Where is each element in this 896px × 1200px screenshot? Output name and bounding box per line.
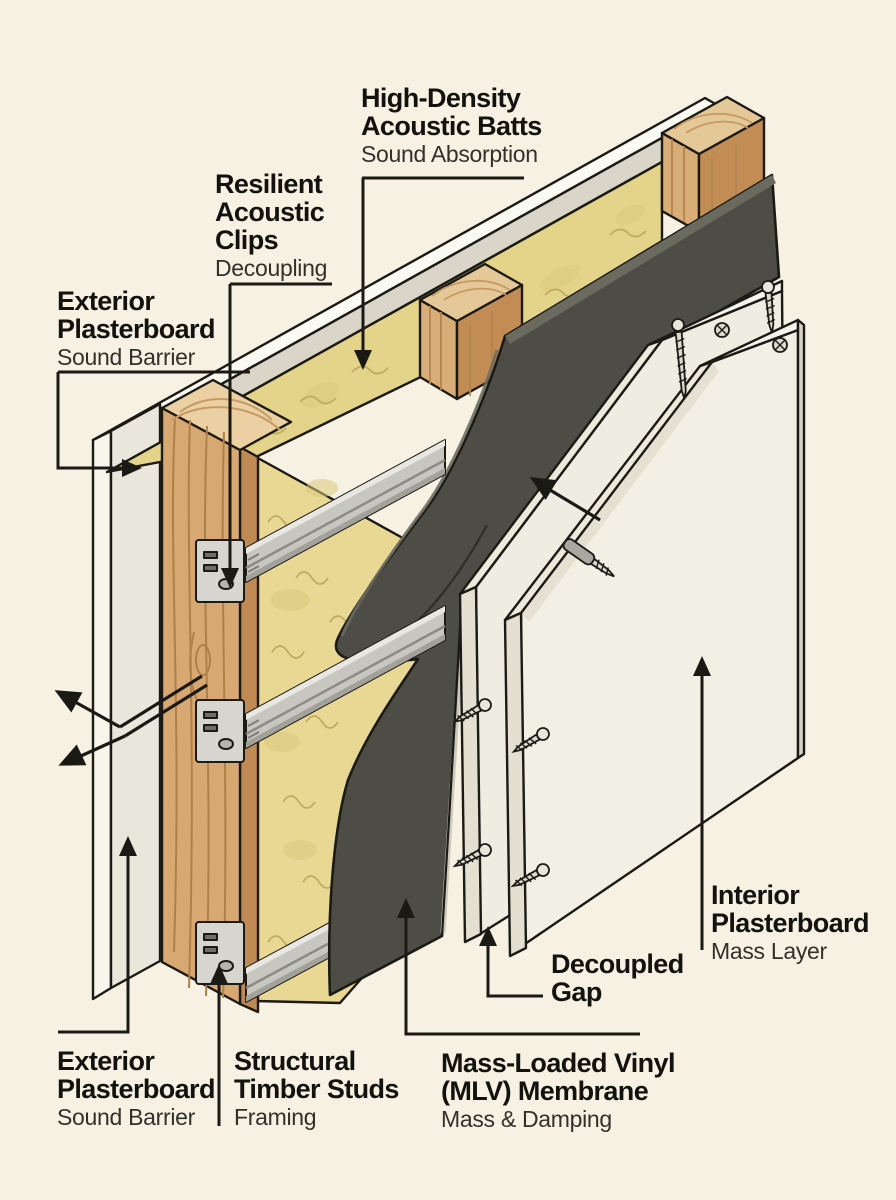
- label-title-line: Interior: [711, 880, 800, 910]
- label-title-line: Exterior: [57, 1046, 155, 1076]
- label-title-line: Plasterboard: [711, 908, 869, 938]
- label-title-line: Mass-Loaded Vinyl: [441, 1048, 675, 1078]
- label-title-line: Acoustic Batts: [361, 111, 542, 141]
- label-title-line: Decoupled: [551, 949, 684, 979]
- wall-plug-screw: [562, 538, 615, 578]
- label-subtitle: Sound Barrier: [57, 344, 196, 370]
- label-title-line: Timber Studs: [234, 1074, 399, 1104]
- label-resilient-clips: Resilient Acoustic Clips Decoupling: [215, 170, 327, 281]
- label-title-line: Plasterboard: [57, 1074, 215, 1104]
- label-title-line: Plasterboard: [57, 314, 215, 344]
- resilient-channel: [245, 439, 446, 583]
- leader-lines: [56, 176, 704, 1126]
- resilient-channel: [245, 605, 446, 749]
- label-decoupled-gap: Decoupled Gap: [551, 950, 684, 1006]
- label-mlv-membrane: Mass-Loaded Vinyl (MLV) Membrane Mass & …: [441, 1049, 675, 1132]
- label-acoustic-batts: High-Density Acoustic Batts Sound Absorp…: [361, 84, 542, 167]
- interior-plasterboard-front: [503, 318, 806, 958]
- label-exterior-plasterboard-bottom: Exterior Plasterboard Sound Barrier: [57, 1047, 215, 1130]
- exterior-plasterboard: [91, 96, 721, 1001]
- label-title-line: Exterior: [57, 286, 155, 316]
- label-timber-studs: Structural Timber Studs Framing: [234, 1047, 399, 1130]
- label-title-line: Resilient: [215, 169, 323, 199]
- label-title-line: (MLV) Membrane: [441, 1076, 649, 1106]
- label-title-line: High-Density: [361, 83, 521, 113]
- label-interior-plasterboard: Interior Plasterboard Mass Layer: [711, 881, 869, 964]
- mlv-membrane: [327, 173, 781, 997]
- label-title-line: Clips: [215, 225, 279, 255]
- label-subtitle: Mass & Damping: [441, 1106, 612, 1132]
- screw-head: [714, 322, 730, 338]
- sound-reflection-arrows: [52, 674, 208, 774]
- label-subtitle: Sound Absorption: [361, 141, 538, 167]
- label-title-line: Acoustic: [215, 197, 325, 227]
- label-title-line: Gap: [551, 977, 602, 1007]
- label-subtitle: Decoupling: [215, 255, 328, 281]
- label-subtitle: Framing: [234, 1104, 317, 1130]
- resilient-clip: [195, 699, 245, 763]
- label-title-line: Structural: [234, 1046, 356, 1076]
- sound-transmission-arrow: [526, 469, 601, 522]
- screw-head: [772, 337, 788, 353]
- resilient-clip: [195, 921, 245, 985]
- label-subtitle: Sound Barrier: [57, 1104, 196, 1130]
- screws: [452, 280, 776, 888]
- label-exterior-plasterboard-top: Exterior Plasterboard Sound Barrier: [57, 287, 215, 370]
- label-subtitle: Mass Layer: [711, 938, 827, 964]
